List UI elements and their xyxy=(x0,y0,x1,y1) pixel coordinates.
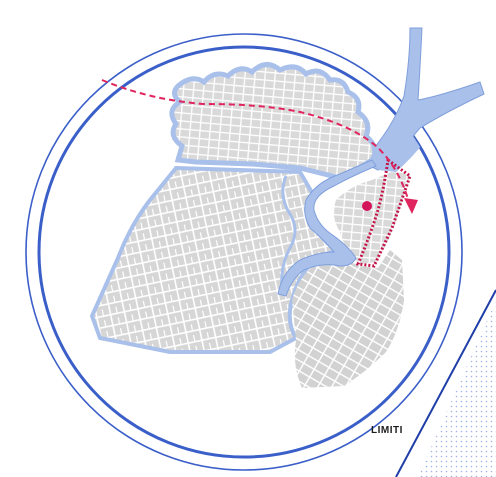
inner-canal xyxy=(280,175,297,291)
river-main xyxy=(277,159,377,297)
location-dot-icon xyxy=(362,201,372,211)
north-district xyxy=(169,62,378,181)
limits-outer-ring xyxy=(25,33,463,471)
route-line xyxy=(101,79,411,207)
hatched-area xyxy=(418,300,496,477)
river-inflow xyxy=(378,128,426,172)
southeast-district xyxy=(292,250,404,388)
east-district xyxy=(333,170,410,264)
limits-label: LIMITI xyxy=(371,425,403,436)
hatched-area-edge xyxy=(395,289,496,477)
project-boundary xyxy=(355,157,412,268)
river-upper xyxy=(361,27,485,171)
route-arrow-icon xyxy=(404,198,418,214)
